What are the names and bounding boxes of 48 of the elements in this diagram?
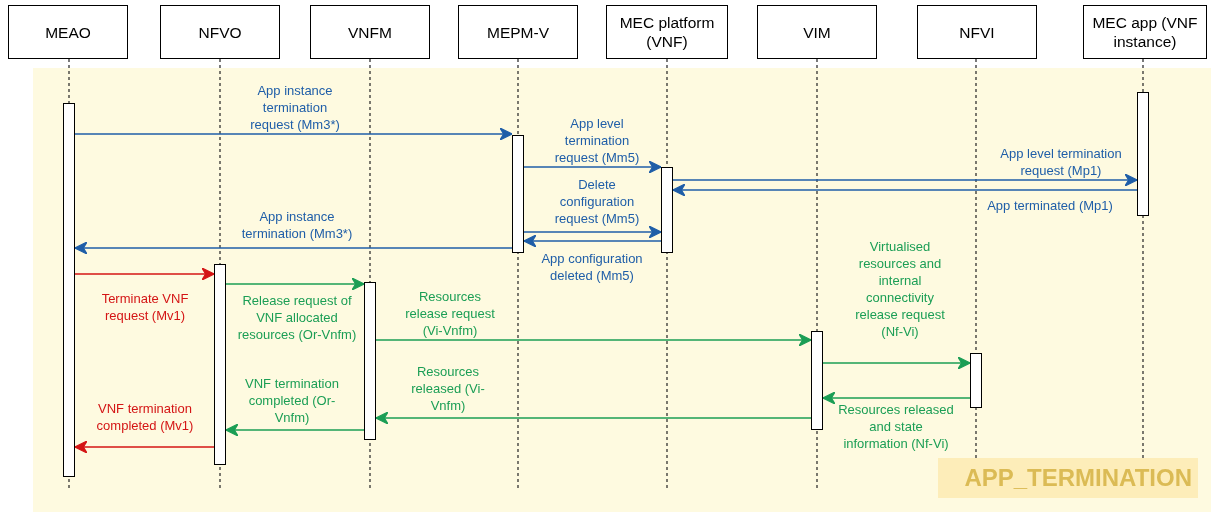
- message-arrow: [822, 391, 971, 405]
- participant-box: MEC platform (VNF): [606, 5, 728, 59]
- edge-label: App instance termination request (Mm3*): [249, 82, 341, 133]
- activation-bar: [364, 282, 376, 440]
- message-arrow: [672, 173, 1138, 187]
- edge-label: App instance termination (Mm3*): [240, 208, 354, 242]
- frame-background: [33, 68, 1211, 512]
- edge-label: VNF termination completed (Or-Vnfm): [244, 375, 340, 426]
- edge-label: Virtualised resources and internal connectivity release request (Nf-Vi): [854, 238, 946, 340]
- message-arrow: [225, 277, 365, 291]
- edge-label: App level termination request (Mp1): [999, 145, 1123, 179]
- activation-bar: [512, 135, 524, 253]
- edge-label: Resources released (Vi-Vnfm): [410, 363, 486, 414]
- message-arrow: [74, 241, 513, 255]
- participant-box: VNFM: [310, 5, 430, 59]
- participant-box: VIM: [757, 5, 877, 59]
- edge-label: App level termination request (Mm5): [553, 115, 641, 166]
- activation-bar: [811, 331, 823, 430]
- edge-label: App configuration deleted (Mm5): [540, 250, 644, 284]
- message-arrow: [375, 333, 812, 347]
- activation-bar: [661, 167, 673, 253]
- message-arrow: [523, 160, 662, 174]
- edge-label: Release request of VNF allocated resources (Or-Vnfm): [236, 292, 358, 343]
- edge-label: Terminate VNF request (Mv1): [100, 290, 190, 324]
- participant-box: NFVI: [917, 5, 1037, 59]
- edge-label: Resources release request (Vi-Vnfm): [404, 288, 496, 339]
- frame-title: APP_TERMINATION: [938, 458, 1198, 498]
- participant-box: MEPM-V: [458, 5, 578, 59]
- participant-box: NFVO: [160, 5, 280, 59]
- edge-label: Resources released and state information (Nf-Vi): [837, 401, 955, 452]
- message-arrow: [74, 127, 513, 141]
- activation-bar: [214, 264, 226, 465]
- message-arrow: [74, 267, 215, 281]
- activation-bar: [970, 353, 982, 408]
- message-arrow: [523, 234, 662, 248]
- message-arrow: [74, 440, 215, 454]
- participant-box: MEAO: [8, 5, 128, 59]
- activation-bar: [1137, 92, 1149, 216]
- message-arrow: [375, 411, 812, 425]
- message-arrow: [672, 183, 1138, 197]
- message-arrow: [523, 225, 662, 239]
- message-arrow: [822, 356, 971, 370]
- participant-box: MEC app (VNF instance): [1083, 5, 1207, 59]
- edge-label: App terminated (Mp1): [987, 197, 1113, 214]
- message-arrow: [225, 423, 365, 437]
- edge-label: VNF termination completed (Mv1): [95, 400, 195, 434]
- activation-bar: [63, 103, 75, 477]
- edge-label: Delete configuration request (Mm5): [553, 176, 641, 227]
